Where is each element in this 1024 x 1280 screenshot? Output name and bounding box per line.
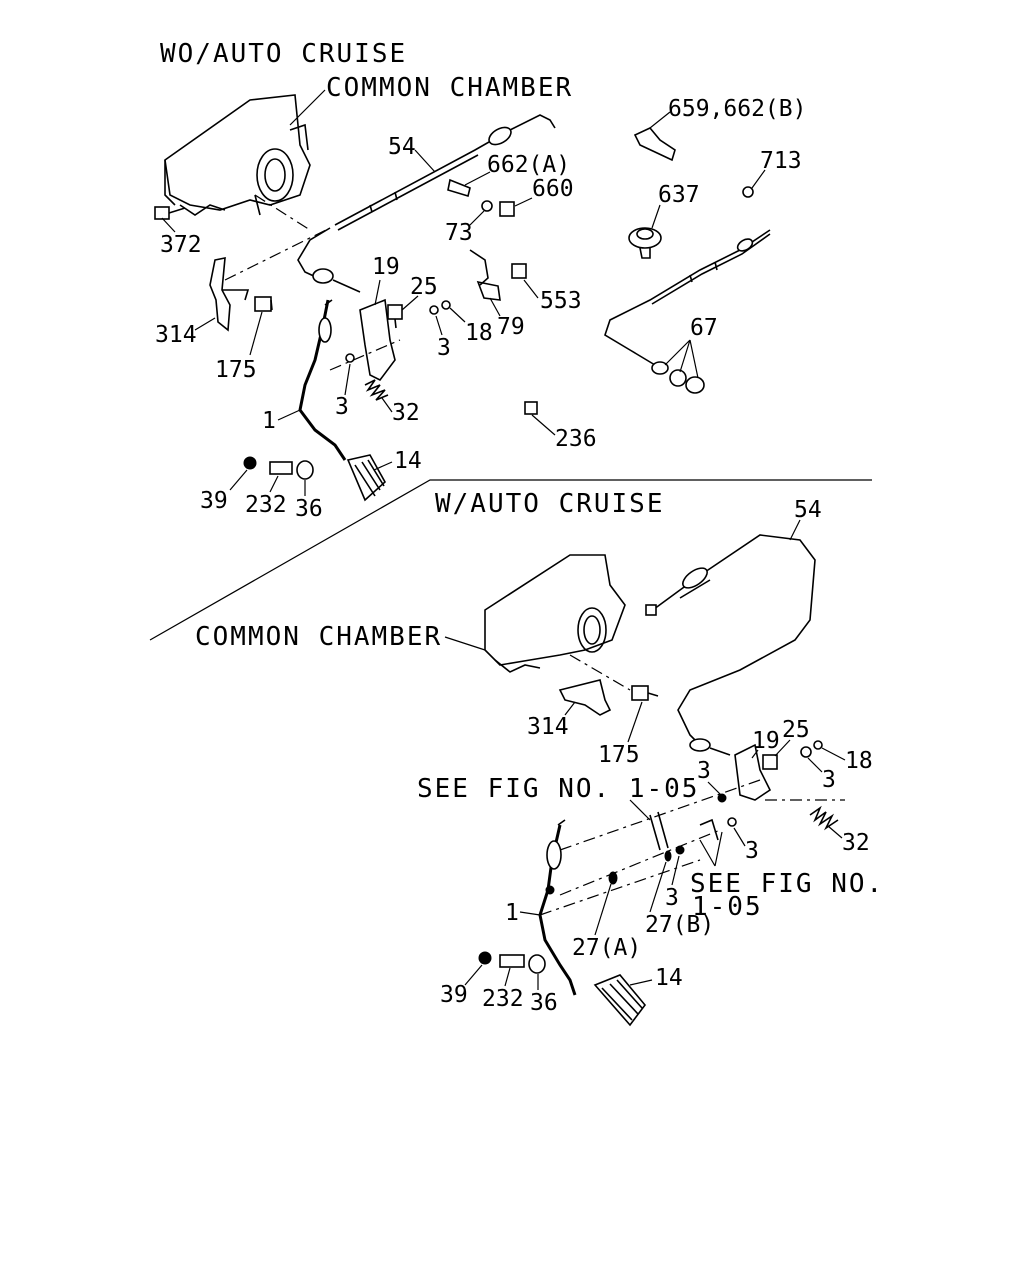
top-label-54: 54 (388, 134, 416, 160)
top-part-314-bracket (209, 227, 331, 332)
top-label-637: 637 (658, 182, 700, 208)
bottom-label-27a: 27(A) (572, 935, 641, 961)
top-part-175-bolt (254, 296, 273, 312)
bottom-label-27b: 27(B) (645, 912, 714, 938)
section-divider (149, 479, 872, 641)
top-part-660-screw (499, 201, 515, 217)
bottom-part-3-nut-c (727, 817, 737, 827)
bottom-label-14: 14 (655, 965, 683, 991)
top-part-1-pedal-arm (298, 299, 401, 461)
top-part-3-nut-lower (345, 353, 355, 363)
bottom-label-39: 39 (440, 982, 468, 1008)
top-label-39: 39 (200, 488, 228, 514)
top-label-common-chamber: COMMON CHAMBER (326, 73, 573, 103)
bottom-label-common-chamber: COMMON CHAMBER (195, 622, 442, 652)
bottom-label-see-fig-1: SEE FIG NO. 1-05 (417, 774, 699, 804)
bottom-label-see-fig-2a: SEE FIG NO. (690, 869, 884, 899)
top-label-553: 553 (540, 288, 582, 314)
top-part-372-pin (154, 206, 186, 220)
top-label-175: 175 (215, 357, 257, 383)
top-label-662a: 662(A) (487, 152, 570, 178)
top-label-372: 372 (160, 232, 202, 258)
top-label-25: 25 (410, 274, 438, 300)
bottom-part-175-bolt (631, 685, 659, 701)
top-common-chamber-leader (289, 89, 326, 126)
top-label-79: 79 (497, 314, 525, 340)
bottom-part-27a (608, 871, 618, 885)
top-label-67: 67 (690, 315, 718, 341)
bottom-part-18-clip (813, 740, 823, 750)
bottom-linkage-lines (539, 779, 761, 916)
top-part-73-washer (481, 200, 493, 212)
top-label-18: 18 (465, 320, 493, 346)
bottom-part-3-nut-b (717, 793, 727, 803)
header-w-auto-cruise: W/AUTO CRUISE (435, 489, 665, 519)
top-label-19: 19 (372, 254, 400, 280)
bottom-label-36: 36 (530, 990, 558, 1016)
bottom-part-314-bracket (558, 654, 631, 716)
bottom-label-19: 19 (752, 728, 780, 754)
top-part-39-nut (243, 456, 257, 470)
bottom-label-232: 232 (482, 986, 524, 1012)
bottom-part-36-cap (528, 954, 546, 974)
bottom-part-25-bolt (762, 754, 778, 770)
top-part-67-cable (604, 229, 771, 394)
bottom-label-25: 25 (782, 717, 810, 743)
bottom-common-chamber-housing (484, 554, 626, 673)
top-label-1: 1 (262, 408, 276, 434)
top-label-3b: 3 (335, 394, 349, 420)
top-common-chamber-housing (164, 94, 311, 216)
bottom-label-3b: 3 (697, 758, 711, 784)
bottom-part-1-pedal-arm (538, 819, 577, 996)
top-label-232: 232 (245, 492, 287, 518)
top-part-713 (742, 186, 754, 198)
top-part-232-bolt (269, 461, 293, 475)
top-part-79-switch (469, 249, 501, 301)
top-part-36-cap (296, 460, 314, 480)
top-part-19-bracket (359, 298, 396, 382)
top-part-662a (447, 178, 471, 198)
top-label-73: 73 (445, 220, 473, 246)
top-part-18-clip (441, 300, 451, 310)
top-label-660: 660 (532, 176, 574, 202)
top-label-236: 236 (555, 426, 597, 452)
bottom-part-54-cable (645, 534, 816, 756)
top-part-14-pedal-pad (346, 454, 387, 502)
bottom-part-32-spring (765, 799, 845, 831)
top-label-36: 36 (295, 496, 323, 522)
bottom-part-232-bolt (499, 954, 525, 968)
bottom-label-see-fig-2b: 1-05 (692, 892, 763, 922)
bottom-part-3-nut-a (800, 746, 812, 758)
bottom-part-19-bracket (734, 743, 772, 801)
bottom-part-39-nut (478, 951, 492, 965)
bottom-label-32: 32 (842, 830, 870, 856)
bottom-part-27b (664, 850, 672, 862)
top-label-32: 32 (392, 400, 420, 426)
top-label-659: 659,662(B) (668, 96, 806, 122)
bottom-label-3d: 3 (665, 885, 679, 911)
top-part-54-cable (297, 114, 556, 293)
bottom-label-314: 314 (527, 714, 569, 740)
bottom-label-54: 54 (794, 497, 822, 523)
top-label-3a: 3 (437, 335, 451, 361)
bottom-label-3c: 3 (745, 838, 759, 864)
top-label-314: 314 (155, 322, 197, 348)
bottom-label-3a: 3 (822, 767, 836, 793)
bottom-label-175: 175 (598, 742, 640, 768)
top-label-14: 14 (394, 448, 422, 474)
top-part-236-screw (524, 401, 538, 415)
top-part-3-nut (429, 305, 439, 315)
top-part-553 (511, 263, 527, 279)
top-label-713: 713 (760, 148, 802, 174)
bottom-label-18: 18 (845, 748, 873, 774)
top-part-637-grommet (628, 227, 662, 259)
top-part-659-662b (633, 127, 676, 162)
bottom-label-1: 1 (505, 900, 519, 926)
top-part-25-bolt (387, 304, 403, 329)
top-part-32-spring (364, 379, 389, 401)
header-wo-auto-cruise: WO/AUTO CRUISE (160, 39, 407, 69)
bottom-part-14-pedal-pad (593, 974, 647, 1027)
